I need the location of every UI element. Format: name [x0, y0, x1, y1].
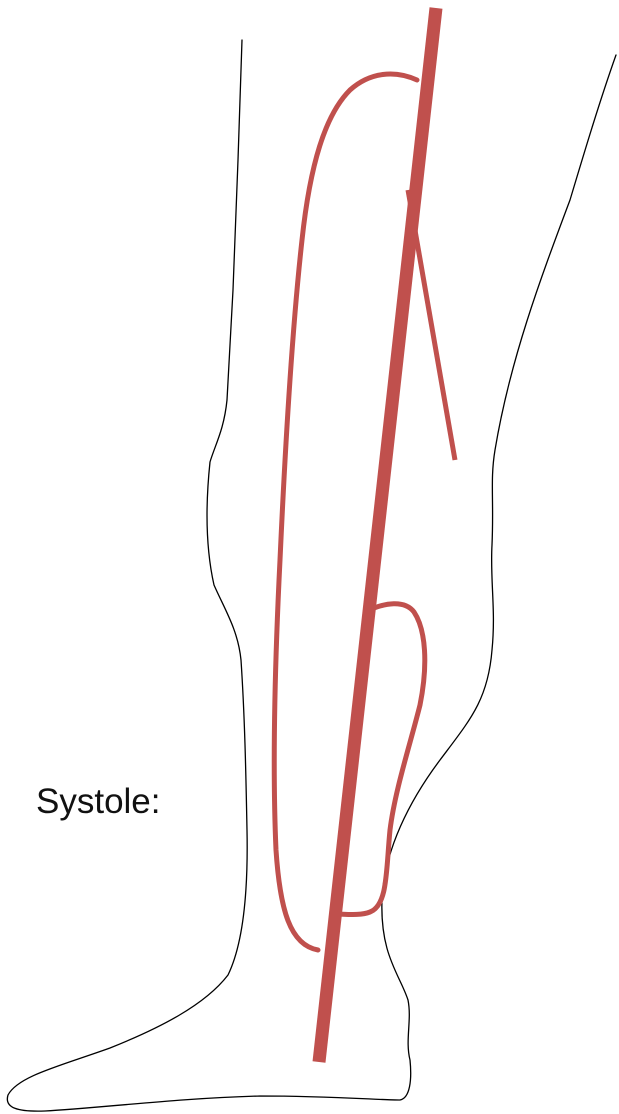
diagonal-branch-vessel [408, 190, 455, 460]
systole-label: Systole: [36, 780, 161, 824]
vessels [274, 8, 455, 1062]
